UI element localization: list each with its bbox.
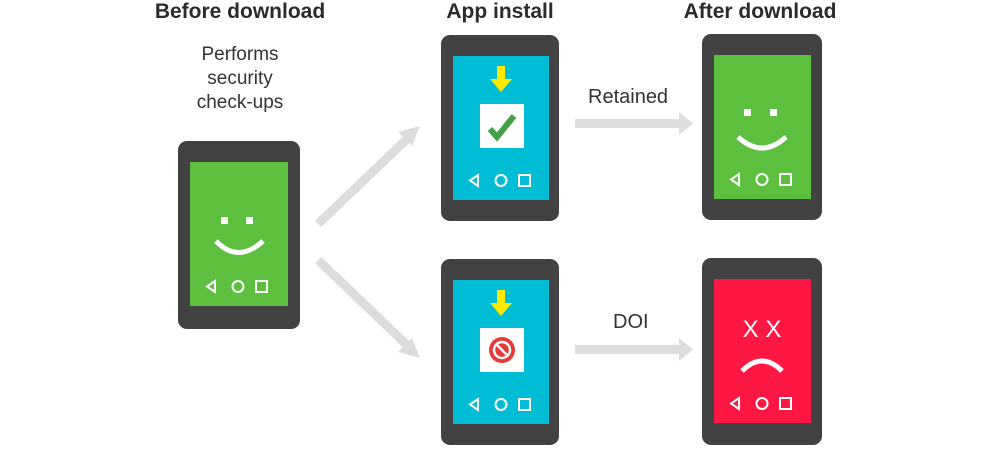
phone-screen-cyan: [453, 56, 549, 200]
phone-screen-green: [190, 162, 288, 306]
heading-before-download: Before download: [154, 0, 326, 23]
phone-screen-cyan: [453, 280, 549, 424]
result-card: [480, 104, 524, 148]
home-circle-icon: [231, 280, 245, 293]
recents-square-icon: [518, 398, 531, 411]
back-triangle-icon: [468, 397, 479, 412]
phone-install-blocked: [441, 259, 559, 445]
download-arrow-icon: [490, 290, 512, 316]
home-circle-icon: [755, 397, 769, 410]
nav-bar: [729, 172, 792, 187]
arrow-to-install-blocked: [314, 256, 420, 358]
nav-bar: [205, 279, 268, 294]
back-triangle-icon: [729, 396, 740, 411]
heading-after-download: After download: [683, 0, 837, 23]
before-note: Performs security check-ups: [170, 43, 310, 115]
before-note-line-2: security: [207, 68, 273, 89]
home-circle-icon: [494, 174, 508, 187]
arrow-doi: [575, 338, 693, 361]
back-triangle-icon: [205, 279, 216, 294]
nav-bar: [468, 173, 531, 188]
arrow-to-install-success: [314, 126, 420, 228]
sad-face-icon: X X: [740, 316, 784, 373]
home-circle-icon: [755, 173, 769, 186]
arrow-retained: [575, 112, 693, 135]
checkmark-icon: [487, 114, 517, 142]
before-note-line-1: Performs: [201, 44, 279, 65]
phone-install-success: [441, 35, 559, 221]
nav-bar: [729, 396, 792, 411]
sad-eyes: X X: [743, 316, 782, 343]
recents-square-icon: [779, 173, 792, 186]
home-circle-icon: [494, 398, 508, 411]
phone-after-retained: [702, 34, 822, 220]
label-retained: Retained: [588, 86, 669, 108]
back-triangle-icon: [468, 173, 479, 188]
phone-before-download: [178, 141, 300, 329]
nav-bar: [468, 397, 531, 412]
recents-square-icon: [518, 174, 531, 187]
heading-app-install: App install: [446, 0, 554, 23]
back-triangle-icon: [729, 172, 740, 187]
phone-screen-green: [714, 55, 811, 199]
smiley-face-icon: [736, 109, 788, 151]
recents-square-icon: [779, 397, 792, 410]
phone-after-doi: X X: [702, 258, 822, 445]
label-doi: DOI: [613, 311, 649, 333]
phone-screen-red: X X: [714, 279, 811, 423]
recents-square-icon: [255, 280, 268, 293]
smiley-face-icon: [214, 217, 265, 255]
before-note-line-3: check-ups: [196, 92, 284, 113]
download-arrow-icon: [490, 66, 512, 92]
no-entry-icon: [489, 337, 515, 363]
